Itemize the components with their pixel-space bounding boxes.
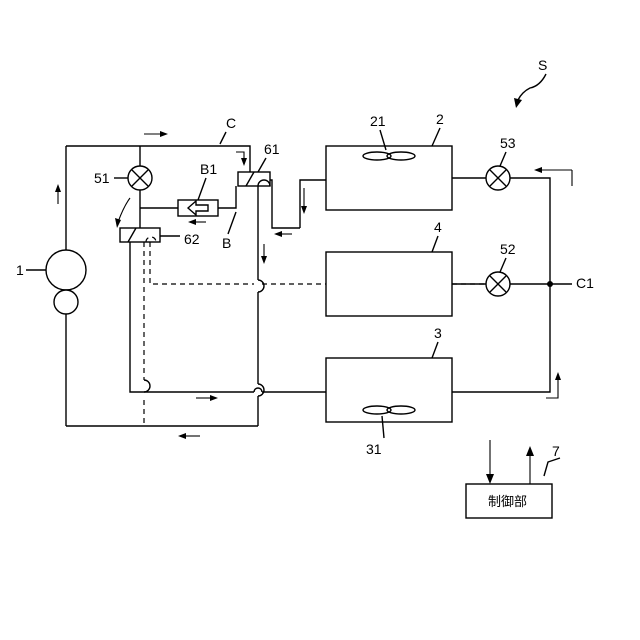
circuit-C-label: C <box>226 115 236 131</box>
indoor-unit-leader <box>432 342 438 358</box>
four-way-62-label: 62 <box>184 231 200 247</box>
bypass-valve-B1-leader <box>198 178 206 200</box>
compressor <box>46 250 86 314</box>
indoor-fan-label: 31 <box>366 441 382 457</box>
control-unit-label: 制御部 <box>488 495 527 510</box>
expansion-valve-52 <box>486 272 510 296</box>
outdoor-fan-label: 21 <box>370 113 386 129</box>
indoor-unit-3 <box>326 358 452 422</box>
unit-4-leader <box>432 236 438 252</box>
system-leader <box>514 74 546 108</box>
system-label: S <box>538 57 547 73</box>
bypass-B-label: B <box>222 235 231 251</box>
valve-52-label: 52 <box>500 241 516 257</box>
indoor-unit-label: 3 <box>434 325 442 341</box>
crossover-hops <box>144 280 264 396</box>
four-way-61-label: 61 <box>264 141 280 157</box>
four-way-61-leader <box>258 158 266 172</box>
unit-4-label: 4 <box>434 219 442 235</box>
control-number-label: 7 <box>552 443 560 459</box>
outdoor-unit-2 <box>326 146 452 210</box>
valve-53-leader <box>500 152 506 166</box>
unit-4 <box>326 252 452 316</box>
bypass-valve-B1 <box>178 200 218 216</box>
bypass-valve-B1-label: B1 <box>200 161 217 177</box>
four-way-valve-61 <box>238 172 270 186</box>
expansion-valve-51 <box>128 166 152 190</box>
expansion-valve-53 <box>486 166 510 190</box>
valve-51-label: 51 <box>94 170 110 186</box>
valve-53-label: 53 <box>500 135 516 151</box>
outdoor-unit-label: 2 <box>436 111 444 127</box>
control-leader <box>544 458 560 476</box>
branch-C1-label: C1 <box>576 275 594 291</box>
bypass-B-leader <box>228 212 236 234</box>
compressor-label: 1 <box>16 262 24 278</box>
valve-52-leader <box>500 258 506 272</box>
four-way-valve-62 <box>120 228 160 242</box>
outdoor-unit-leader <box>432 128 440 146</box>
circuit-C-leader <box>220 132 226 144</box>
control-arrows <box>486 440 534 484</box>
